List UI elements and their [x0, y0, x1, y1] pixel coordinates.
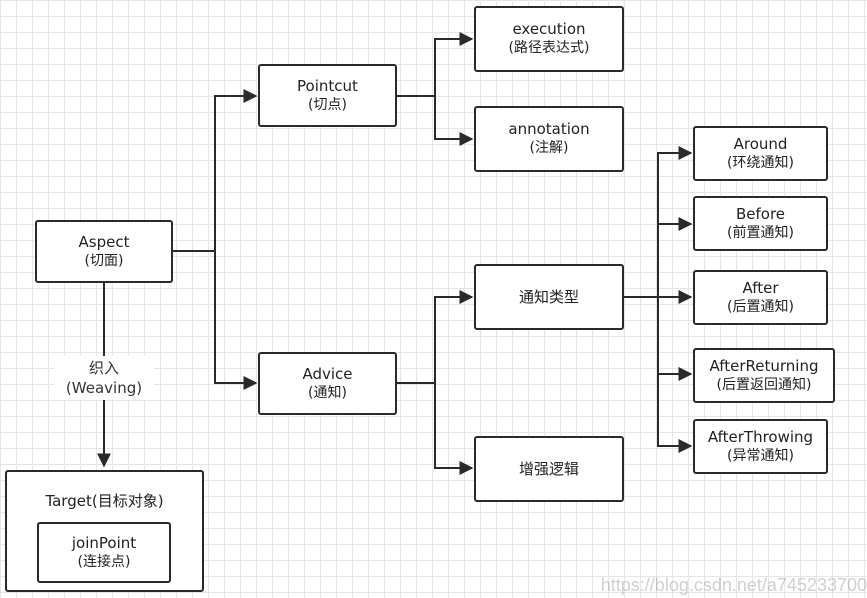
- enhancement-logic-title: 增强逻辑: [518, 459, 579, 478]
- join-point-title: joinPoint: [71, 533, 137, 552]
- around-node: Around (环绕通知): [693, 126, 828, 181]
- before-node: Before (前置通知): [693, 196, 828, 251]
- pointcut-node: Pointcut (切点): [258, 64, 397, 127]
- weaving-label-line1: 织入: [88, 359, 119, 377]
- before-title: Before: [735, 204, 786, 223]
- execution-subtitle: (路径表达式): [508, 40, 590, 56]
- edge-types-afterthrowing: [657, 374, 693, 453]
- after-title: After: [742, 278, 779, 297]
- execution-node: execution (路径表达式): [474, 6, 624, 72]
- join-point-node: joinPoint (连接点): [37, 522, 171, 583]
- after-returning-node: AfterReturning (后置返回通知): [693, 348, 835, 403]
- edge-pointcut-execution: [397, 32, 474, 97]
- weaving-label: 织入 (Weaving): [54, 356, 154, 400]
- after-node: After (后置通知): [693, 270, 828, 325]
- after-throwing-node: AfterThrowing (异常通知): [693, 419, 828, 474]
- advice-node: Advice (通知): [258, 352, 397, 415]
- after-returning-subtitle: (后置返回通知): [716, 376, 812, 393]
- around-title: Around: [733, 134, 788, 153]
- edge-types-afterreturning: [657, 297, 693, 381]
- pointcut-subtitle: (切点): [308, 96, 347, 113]
- advice-title: Advice: [302, 364, 353, 383]
- before-subtitle: (前置通知): [727, 224, 794, 241]
- edge-advice-types: [397, 290, 474, 384]
- edge-aspect-pointcut: [173, 89, 258, 252]
- enhancement-logic-node: 增强逻辑: [474, 436, 624, 502]
- edge-advice-logic: [434, 383, 474, 475]
- aspect-title: Aspect: [78, 232, 130, 251]
- join-point-subtitle: (连接点): [77, 553, 131, 570]
- weaving-label-line2: (Weaving): [65, 379, 143, 397]
- after-subtitle: (后置通知): [727, 298, 794, 315]
- after-returning-title: AfterReturning: [709, 356, 819, 375]
- pointcut-title: Pointcut: [297, 76, 358, 95]
- watermark: https://blog.csdn.net/a745233700: [600, 575, 867, 595]
- advice-types-title: 通知类型: [518, 287, 579, 306]
- after-throwing-title: AfterThrowing: [707, 427, 814, 446]
- annotation-subtitle: (注解): [529, 140, 569, 156]
- aspect-node: Aspect (切面): [35, 220, 173, 283]
- around-subtitle: (环绕通知): [727, 154, 794, 171]
- advice-types-node: 通知类型: [474, 264, 624, 330]
- annotation-node: annotation (注解): [474, 106, 624, 172]
- after-throwing-subtitle: (异常通知): [727, 447, 794, 464]
- edge-pointcut-annotation: [434, 96, 474, 146]
- execution-title: execution: [512, 20, 586, 38]
- advice-subtitle: (通知): [308, 384, 347, 401]
- annotation-title: annotation: [508, 120, 590, 138]
- target-title: Target(目标对象): [45, 492, 164, 510]
- edge-aspect-advice: [214, 251, 258, 390]
- aspect-subtitle: (切面): [84, 252, 124, 269]
